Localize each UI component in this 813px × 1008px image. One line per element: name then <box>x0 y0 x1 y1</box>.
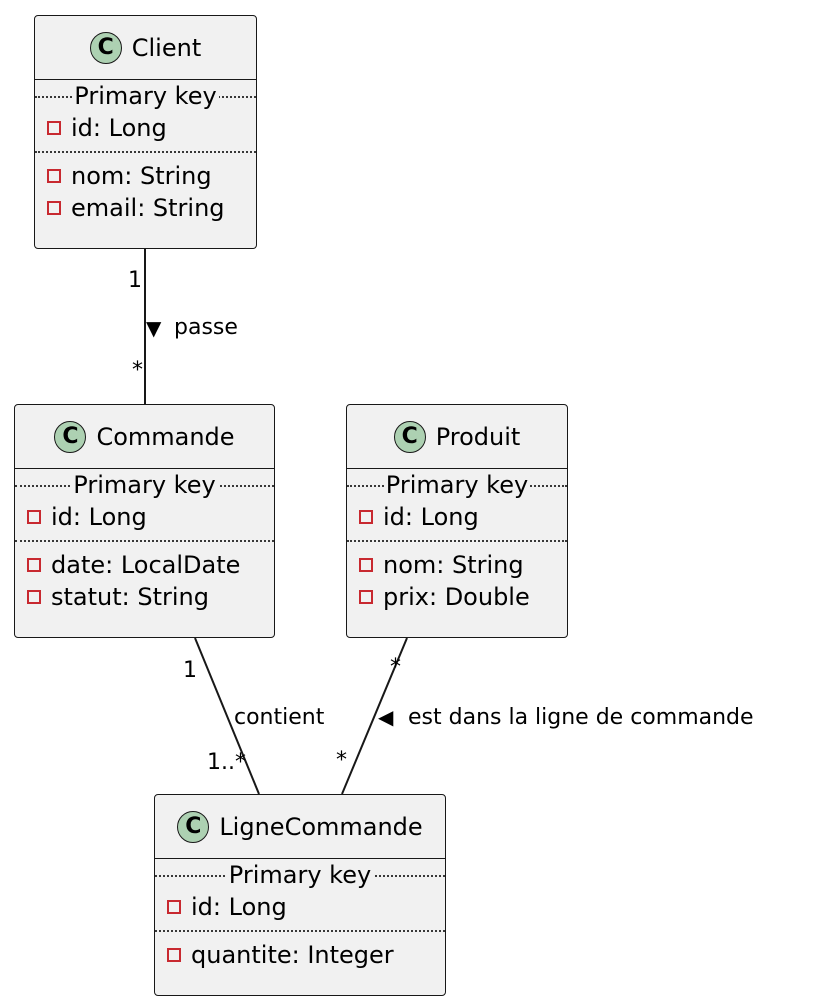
relation-label-contient: contient <box>234 705 325 730</box>
class-badge-icon: C <box>393 420 426 453</box>
private-icon <box>167 948 181 962</box>
primary-key-label: Primary key <box>72 82 219 110</box>
attribute: prix: Double <box>347 581 567 613</box>
class-client[interactable]: C Client Primary key id: Long nom: Strin… <box>34 15 257 249</box>
multiplicity-lignecommande-side: * <box>336 748 347 773</box>
class-name: LigneCommande <box>219 812 423 841</box>
attribute: nom: String <box>347 549 567 581</box>
class-name: Commande <box>96 422 235 451</box>
attribute: id: Long <box>155 891 445 923</box>
private-icon <box>47 169 61 183</box>
class-name: Client <box>131 33 202 62</box>
class-name: Produit <box>435 422 521 451</box>
class-header: C Produit <box>347 405 567 469</box>
multiplicity-commande-side: * <box>132 358 143 383</box>
primary-key-label: Primary key <box>383 471 531 499</box>
private-icon <box>47 201 61 215</box>
private-icon <box>359 558 373 572</box>
attribute: date: LocalDate <box>15 549 274 581</box>
private-icon <box>47 121 61 135</box>
private-icon <box>359 590 373 604</box>
section-divider <box>347 533 567 549</box>
primary-key-label: Primary key <box>226 861 374 889</box>
relation-label-passe: passe <box>174 315 238 340</box>
attribute: id: Long <box>35 112 256 144</box>
private-icon <box>27 510 41 524</box>
attribute: id: Long <box>347 501 567 533</box>
primary-key-separator: Primary key <box>155 859 445 891</box>
private-icon <box>167 900 181 914</box>
primary-key-label: Primary key <box>71 471 218 499</box>
class-commande[interactable]: C Commande Primary key id: Long date: Lo… <box>14 404 275 638</box>
class-badge-icon: C <box>89 31 122 64</box>
direction-arrow-icon: ◀ <box>378 705 394 729</box>
attribute: nom: String <box>35 160 256 192</box>
class-badge-icon: C <box>177 810 210 843</box>
multiplicity-lignecommande-side: 1..* <box>207 750 246 775</box>
section-divider <box>35 144 256 160</box>
attribute: email: String <box>35 192 256 224</box>
section-divider <box>15 533 274 549</box>
class-header: C Client <box>35 16 256 80</box>
private-icon <box>27 590 41 604</box>
primary-key-separator: Primary key <box>35 80 256 112</box>
class-badge-icon: C <box>54 420 87 453</box>
primary-key-separator: Primary key <box>347 469 567 501</box>
primary-key-separator: Primary key <box>15 469 274 501</box>
class-produit[interactable]: C Produit Primary key id: Long nom: Stri… <box>346 404 568 638</box>
section-divider <box>155 923 445 939</box>
attribute: id: Long <box>15 501 274 533</box>
multiplicity-produit-side: * <box>390 655 401 680</box>
private-icon <box>27 558 41 572</box>
edge-commande-lignecommande <box>194 637 260 795</box>
class-header: C LigneCommande <box>155 795 445 859</box>
multiplicity-client-side: 1 <box>128 268 142 293</box>
attribute: quantite: Integer <box>155 939 445 971</box>
private-icon <box>359 510 373 524</box>
edge-produit-lignecommande <box>341 637 408 795</box>
attribute: statut: String <box>15 581 274 613</box>
multiplicity-commande-side: 1 <box>183 658 197 683</box>
class-header: C Commande <box>15 405 274 469</box>
class-lignecommande[interactable]: C LigneCommande Primary key id: Long qua… <box>154 794 446 996</box>
direction-arrow-icon: ▼ <box>146 316 162 340</box>
relation-label-est-dans: est dans la ligne de commande <box>408 705 754 730</box>
